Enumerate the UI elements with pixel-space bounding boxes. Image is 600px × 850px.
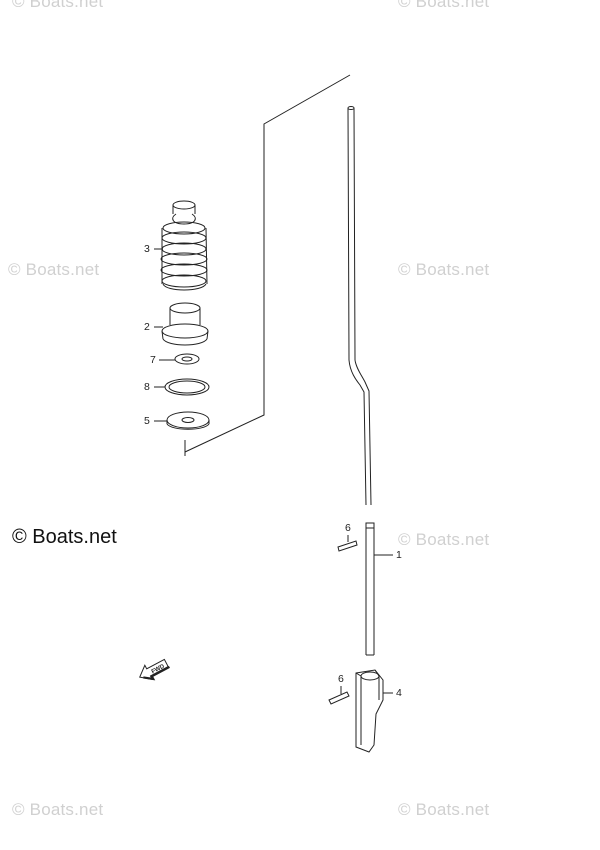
watermark-top-left: © Boats.net bbox=[12, 0, 104, 11]
callout-4: 4 bbox=[396, 687, 402, 699]
callout-8: 8 bbox=[144, 381, 150, 393]
callout-5: 5 bbox=[144, 415, 150, 427]
part-4-connector bbox=[355, 669, 384, 753]
part-1-rod-lower bbox=[365, 522, 375, 656]
callout-6-lower: 6 bbox=[338, 673, 344, 685]
watermark-mid-right: © Boats.net bbox=[398, 260, 490, 279]
watermark-bottom-left: © Boats.net bbox=[12, 800, 104, 819]
part-8-ring bbox=[164, 378, 210, 396]
part-6-pin-upper bbox=[337, 540, 358, 552]
watermark-right-lower: © Boats.net bbox=[398, 530, 490, 549]
part-6-pin-lower bbox=[328, 691, 350, 705]
part-1-rod-upper bbox=[347, 106, 372, 506]
fwd-arrow-icon: FWD bbox=[139, 658, 170, 681]
watermark-top-right: © Boats.net bbox=[398, 0, 490, 11]
part-2-holder bbox=[161, 302, 209, 346]
watermark-main: © Boats.net bbox=[12, 526, 117, 548]
part-3-boot bbox=[160, 200, 208, 291]
callout-7: 7 bbox=[150, 354, 156, 366]
group-bracket bbox=[184, 74, 351, 453]
callout-6-upper: 6 bbox=[345, 522, 351, 534]
callout-3: 3 bbox=[144, 243, 150, 255]
callout-1: 1 bbox=[396, 549, 402, 561]
watermark-bottom-right: © Boats.net bbox=[398, 800, 490, 819]
part-5-washer bbox=[166, 411, 210, 430]
callout-2: 2 bbox=[144, 321, 150, 333]
watermark-mid-left: © Boats.net bbox=[8, 260, 100, 279]
part-7-washer bbox=[174, 353, 200, 365]
